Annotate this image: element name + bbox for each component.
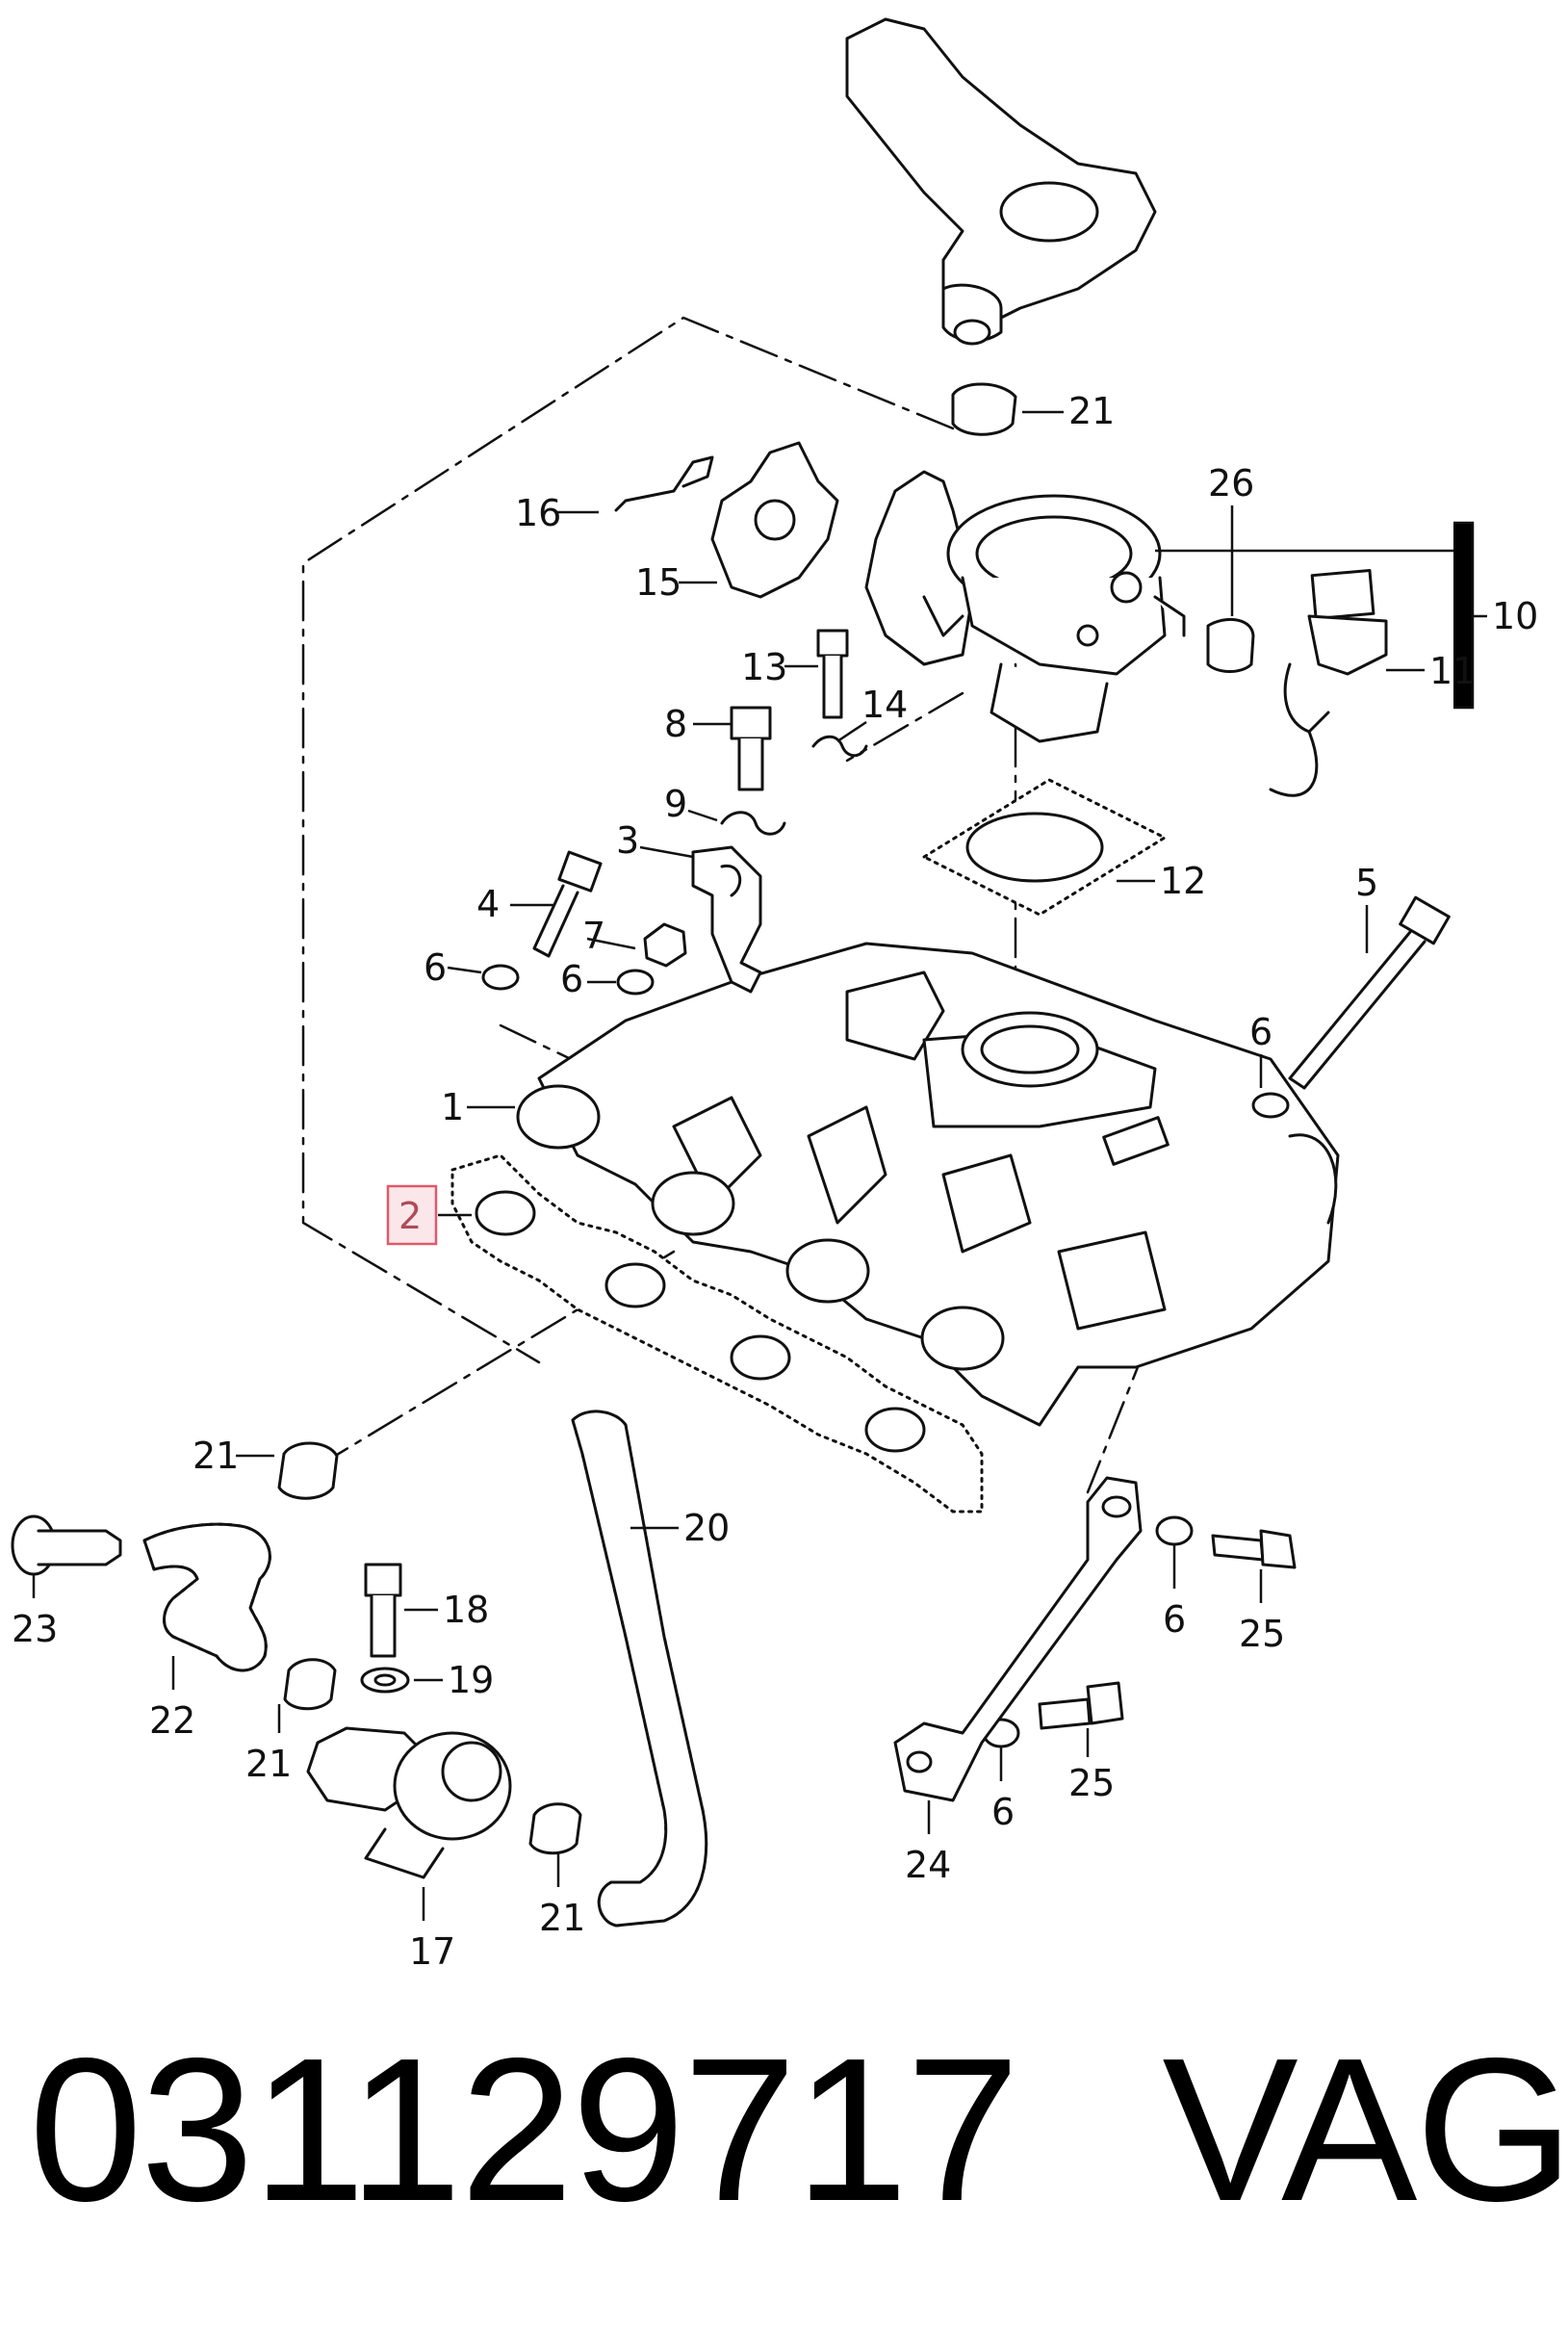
brand-name: VAG (1162, 2015, 1568, 2243)
callout-14: 14 (861, 684, 908, 726)
part-caption: 031129717 VAG (29, 2012, 1568, 2243)
callout-18: 18 (443, 1589, 489, 1631)
callout-10: 10 (1492, 595, 1538, 637)
nut (643, 922, 687, 968)
bracket (691, 845, 762, 994)
callout-21-mid: 21 (245, 1743, 292, 1785)
hose (571, 1410, 708, 1928)
callout-24: 24 (905, 1844, 951, 1886)
washers (481, 964, 1290, 1748)
highlight-box (386, 1184, 438, 1246)
mounting-bolts (1038, 1529, 1297, 1730)
connector (11, 1514, 122, 1576)
callout-21-top: 21 (1068, 390, 1115, 432)
leader-lines (32, 410, 1487, 1921)
callout-2: 2 (398, 1195, 422, 1237)
callout-6-b: 6 (560, 958, 583, 1000)
callout-17: 17 (409, 1930, 455, 1973)
support-bracket (893, 1476, 1143, 1802)
intake-manifold-gasket (450, 1153, 984, 1514)
washer (360, 1667, 410, 1694)
screw-small (816, 629, 849, 719)
screw (730, 706, 772, 791)
callout-6-e: 6 (991, 1791, 1015, 1833)
part-number: 031129717 (29, 2015, 1019, 2243)
callout-4: 4 (476, 883, 500, 925)
long-bolt (1288, 895, 1451, 1090)
callout-6-d: 6 (1163, 1598, 1186, 1641)
clip (811, 735, 868, 758)
hex-bolt (364, 1563, 402, 1658)
throttle-body (864, 470, 1186, 743)
bolt (532, 850, 603, 958)
callout-23: 23 (12, 1608, 58, 1650)
callout-20: 20 (683, 1507, 730, 1549)
elbow-hose (142, 1522, 271, 1672)
auxiliary-valve (306, 1726, 512, 1879)
callout-5: 5 (1355, 862, 1378, 904)
air-intake-duct (845, 17, 1157, 346)
cover (710, 441, 839, 599)
callout-26: 26 (1208, 462, 1254, 505)
callout-16: 16 (515, 492, 561, 534)
hose-clamps (277, 382, 1017, 1855)
callout-6-c: 6 (1249, 1011, 1272, 1053)
callout-13: 13 (741, 646, 787, 688)
callout-21-left: 21 (193, 1435, 239, 1477)
spring-clip (720, 811, 786, 836)
callout-25-a: 25 (1239, 1613, 1285, 1655)
callout-11: 11 (1429, 650, 1476, 692)
throttle-body-gasket (922, 778, 1167, 917)
callout-19: 19 (448, 1659, 494, 1701)
callout-25-b: 25 (1068, 1762, 1115, 1804)
callout-22: 22 (149, 1699, 195, 1742)
callout-8: 8 (664, 703, 687, 745)
cap (1206, 617, 1255, 673)
callout-12: 12 (1160, 860, 1206, 902)
callout-15: 15 (635, 561, 681, 604)
callout-6-a: 6 (424, 946, 447, 989)
intake-manifold (516, 942, 1340, 1427)
callout-labels: 21 16 26 15 10 13 11 14 8 9 3 12 5 4 7 6… (12, 390, 1538, 1973)
callout-21-bottom: 21 (539, 1897, 585, 1939)
callout-3: 3 (616, 819, 639, 862)
callout-1: 1 (441, 1086, 464, 1128)
wire-clip (614, 455, 714, 512)
callout-9: 9 (664, 783, 687, 825)
callout-7: 7 (582, 915, 605, 957)
sensor (1269, 568, 1388, 797)
